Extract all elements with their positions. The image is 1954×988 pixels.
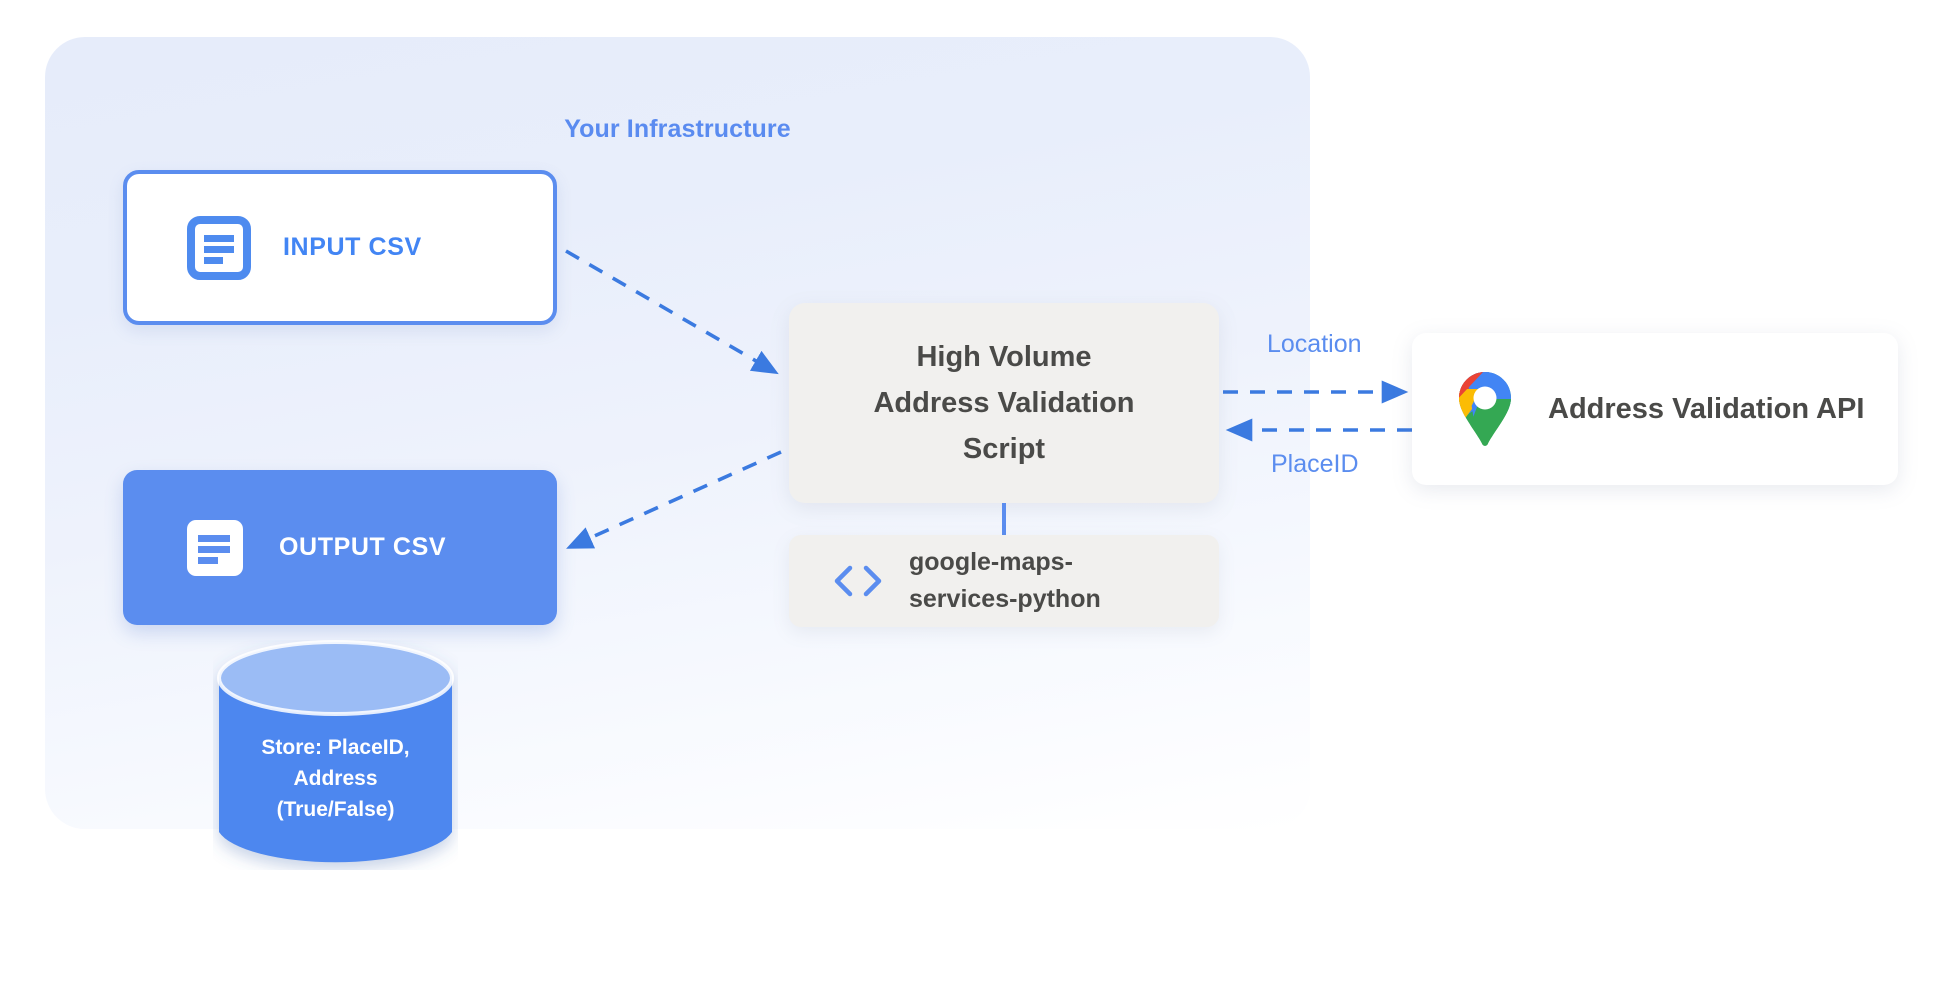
database-node[interactable]: Store: PlaceID, Address (True/False) (213, 640, 458, 870)
library-label: google-maps- services-python (909, 544, 1101, 618)
google-maps-services-python-node[interactable]: google-maps- services-python (789, 535, 1219, 627)
library-label-line2: services-python (909, 585, 1101, 613)
edge-label-location: Location (1267, 330, 1362, 358)
api-label: Address Validation API (1548, 392, 1865, 425)
output-csv-label: OUTPUT CSV (279, 533, 447, 561)
document-icon (187, 215, 251, 280)
output-csv-node[interactable]: OUTPUT CSV (123, 470, 557, 625)
address-validation-api-node[interactable]: Address Validation API (1412, 333, 1898, 485)
input-csv-label: INPUT CSV (283, 233, 422, 261)
panel-title: Your Infrastructure (564, 115, 791, 143)
edge-label-placeid: PlaceID (1271, 450, 1359, 478)
script-label-line2: Address Validation (873, 387, 1135, 419)
script-label-line3: Script (962, 433, 1046, 465)
google-maps-pin-icon (1459, 372, 1511, 446)
code-brackets-icon (834, 565, 882, 597)
document-icon (187, 519, 243, 576)
high-volume-script-node[interactable]: High Volume Address Validation Script (789, 303, 1219, 503)
script-label-line1: High Volume (916, 341, 1092, 373)
script-library-connector (1002, 503, 1006, 536)
input-csv-node[interactable]: INPUT CSV (123, 170, 557, 325)
library-label-line1: google-maps- (909, 548, 1073, 576)
cylinder-shape (217, 640, 454, 863)
